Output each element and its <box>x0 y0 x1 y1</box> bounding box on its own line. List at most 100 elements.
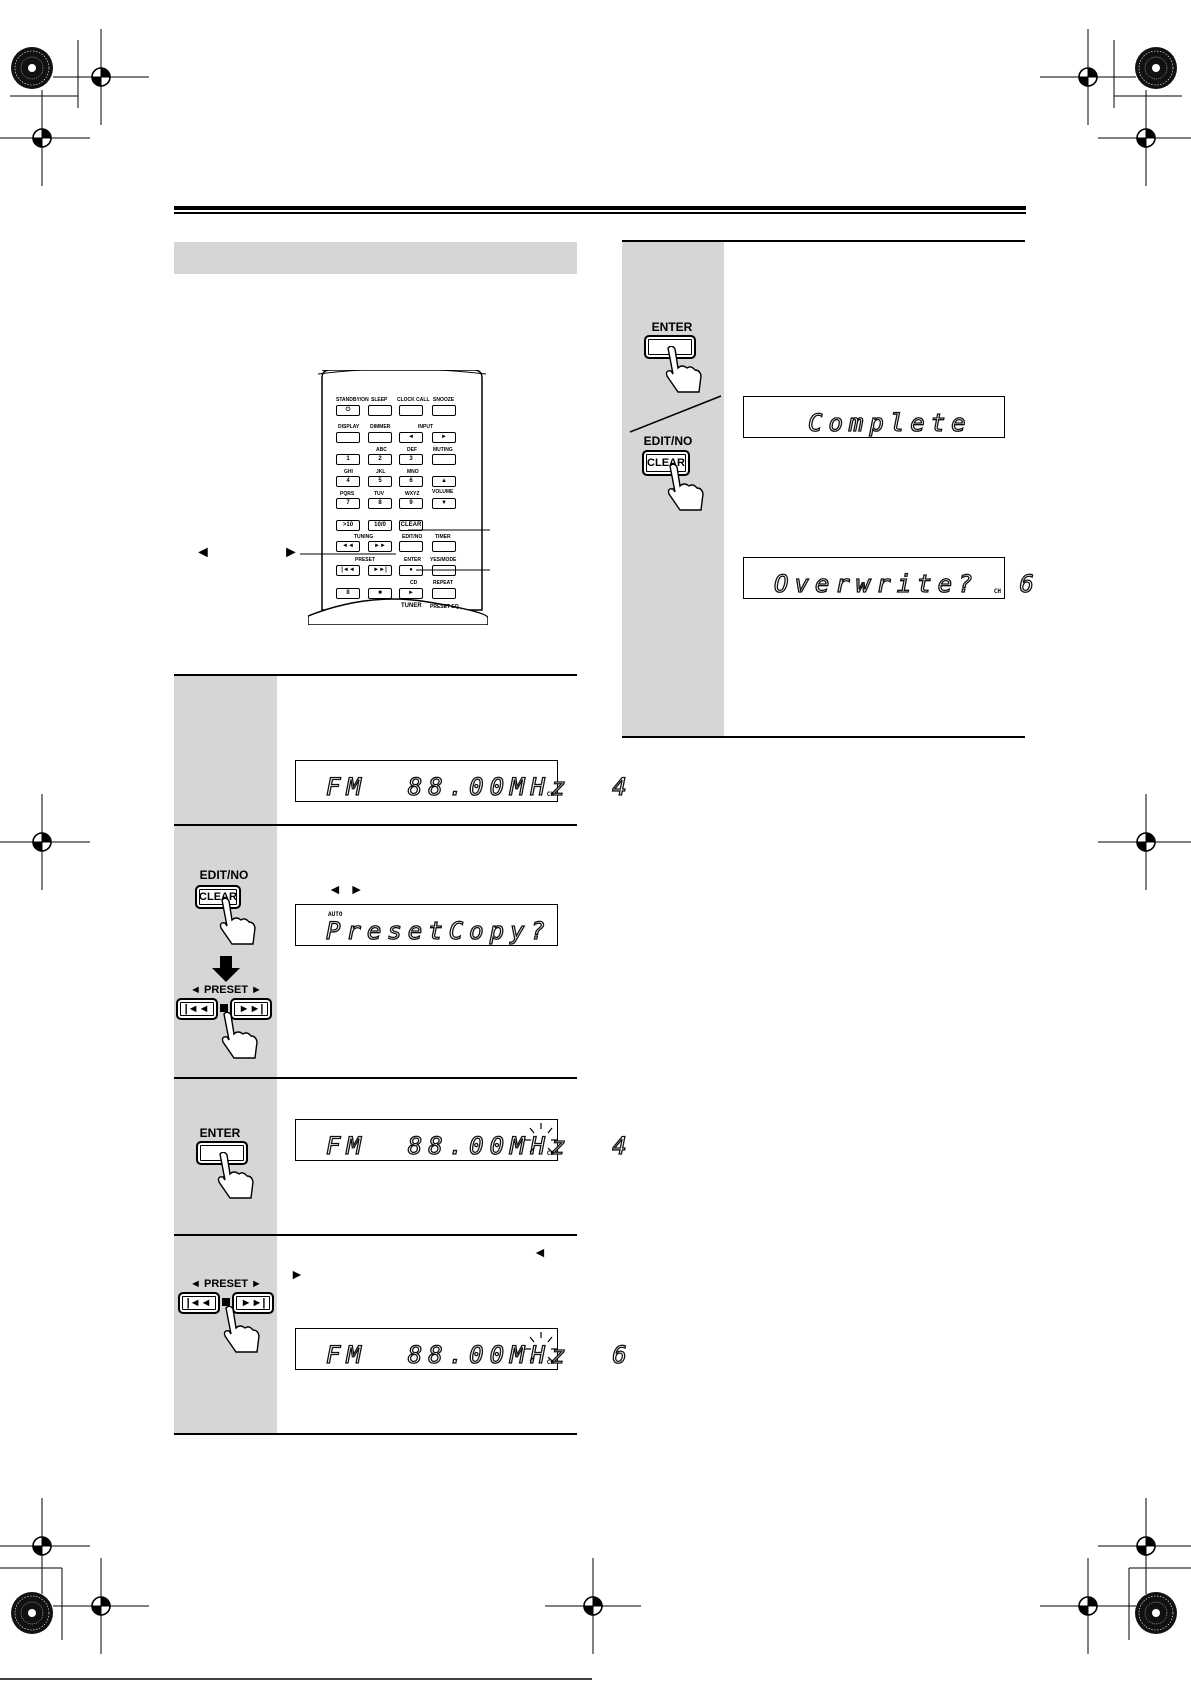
volume-up-key[interactable]: ▲ <box>432 476 456 487</box>
edit-no-label: EDIT/NO <box>199 868 249 882</box>
muting-key[interactable] <box>432 454 456 465</box>
header-rule-thin <box>174 212 1026 214</box>
preset-up-button[interactable]: ►►| <box>230 998 272 1020</box>
lcd-display: AUTO PresetCopy? <box>295 904 558 946</box>
preset-up-button[interactable]: ►►| <box>232 1292 274 1314</box>
step-table-left: FM 88.00MHz 4 CH EDIT/NO CLEAR ◄ PRESET … <box>174 674 627 1435</box>
volume-down-key[interactable]: ▼ <box>432 498 456 509</box>
preset-label: ◄ PRESET ► <box>190 984 262 996</box>
edit-no-label: EDIT/NO <box>643 433 693 448</box>
clock-call-key[interactable] <box>399 405 423 416</box>
key-8[interactable]: 8 <box>368 498 392 509</box>
standby-key[interactable]: ⏻ <box>336 405 360 416</box>
remote-label: EDIT/NO <box>402 534 423 540</box>
pointing-hand-icon <box>221 1012 258 1059</box>
pause-key[interactable]: II <box>336 588 360 599</box>
blink-rays-icon <box>525 1123 557 1153</box>
remote-label: DIMMER <box>370 424 391 430</box>
pointing-hand-icon <box>223 1306 260 1353</box>
remote-label: PQRS <box>340 491 355 497</box>
remote-body <box>308 370 488 625</box>
display-key[interactable] <box>336 432 360 443</box>
repeat-key[interactable] <box>432 588 456 599</box>
divider-slash <box>629 394 722 433</box>
remote-label: PRESET <box>355 557 376 563</box>
lcd-display: FM 88.00MHz 4 CH <box>295 759 627 802</box>
step-5: ENTER EDIT/NO CLEAR Complete Overwrite? … <box>622 241 1034 737</box>
blink-rays-icon <box>525 1332 557 1362</box>
header-rule-thick <box>174 206 1026 210</box>
key-9[interactable]: 9 <box>399 498 423 509</box>
remote-label: CD <box>410 580 418 586</box>
preset-down-button[interactable]: |◄◄ <box>178 1292 220 1314</box>
section-title-bar <box>174 242 577 274</box>
key-7[interactable]: 7 <box>336 498 360 509</box>
remote-label: TUNING <box>354 534 374 540</box>
remote-label: INPUT <box>418 424 433 430</box>
lcd-text: Complete <box>807 408 972 437</box>
play-key[interactable]: ► <box>399 588 423 599</box>
remote-label: JKL <box>376 469 386 475</box>
key-2[interactable]: 2 <box>368 454 392 465</box>
remote-label: PRESET EQ <box>430 604 459 610</box>
key-greater-10[interactable]: >10 <box>336 520 360 531</box>
right-arrow-icon: ► <box>283 544 299 561</box>
lcd-display-complete: Complete <box>743 395 1005 438</box>
remote-label: TUV <box>374 491 384 497</box>
timer-key[interactable] <box>432 541 456 552</box>
down-arrow-icon <box>212 956 240 982</box>
step-3: ENTER FM 88.00MHz 4 CH <box>174 1079 627 1235</box>
pointing-hand-icon <box>667 463 704 511</box>
clear-button[interactable]: CLEAR <box>642 449 690 476</box>
remote-label: DEF <box>407 447 417 453</box>
preset-down-key[interactable]: |◄◄ <box>336 565 360 576</box>
tuning-up-key[interactable]: ►► <box>368 541 392 552</box>
remote-label: MUTING <box>433 447 453 453</box>
key-5[interactable]: 5 <box>368 476 392 487</box>
ch-indicator: CH <box>546 1150 554 1157</box>
key-6[interactable]: 6 <box>399 476 423 487</box>
step-2: EDIT/NO CLEAR ◄ PRESET ► |◄◄ ►►| ◄ ► AUT… <box>174 826 577 1078</box>
sleep-key[interactable] <box>368 405 392 416</box>
lcd-display: FM 88.00MHz 4 CH <box>295 1119 627 1161</box>
ch-indicator: CH <box>546 790 554 798</box>
pointing-hand-icon <box>217 1152 254 1199</box>
preset-separator <box>222 1298 230 1306</box>
remote-label: ENTER <box>404 557 421 563</box>
remote-label: REPEAT <box>433 580 453 586</box>
remote-label: YES/MODE <box>430 557 457 563</box>
remote-control-illustration: STANDBY/ON SLEEP CLOCK CALL SNOOZE ⏻ DIS… <box>308 370 488 625</box>
key-10-0[interactable]: 10/0 <box>368 520 392 531</box>
left-arrow-icon: ◄ <box>533 1244 547 1260</box>
input-right-key[interactable]: ► <box>432 432 456 443</box>
key-3[interactable]: 3 <box>399 454 423 465</box>
lcd-text: FM 88.00MHz 6 <box>325 1341 633 1369</box>
remote-label: STANDBY/ON <box>336 397 369 403</box>
preset-separator <box>220 1004 228 1012</box>
remote-edit-key[interactable] <box>399 541 423 552</box>
remote-label: ABC <box>376 447 387 453</box>
remote-label: TUNER <box>401 603 422 609</box>
key-1[interactable]: 1 <box>336 454 360 465</box>
stop-key[interactable]: ■ <box>368 588 392 599</box>
lcd-text: FM 88.00MHz 4 <box>325 1132 633 1160</box>
snooze-key[interactable] <box>432 405 456 416</box>
key-4[interactable]: 4 <box>336 476 360 487</box>
step-4: ◄ PRESET ► |◄◄ ►►| ◄ ► FM 88.00MHz 6 CH <box>174 1236 627 1434</box>
lcd-display-overwrite: Overwrite? 6 CH <box>743 556 1034 599</box>
input-left-key[interactable]: ◄ <box>399 432 423 443</box>
pointing-hand-icon <box>219 898 256 945</box>
remote-label: WXYZ <box>405 491 420 497</box>
lcd-text: PresetCopy? <box>325 917 551 945</box>
remote-label: DISPLAY <box>338 424 360 430</box>
remote-label: SLEEP <box>371 397 388 403</box>
preset-up-key[interactable]: ►►| <box>368 565 392 576</box>
preset-label: ◄ PRESET ► <box>190 1278 262 1290</box>
preset-down-button[interactable]: |◄◄ <box>176 998 218 1020</box>
tuning-down-key[interactable]: ◄◄ <box>336 541 360 552</box>
remote-label: MNO <box>407 469 419 475</box>
lcd-display: FM 88.00MHz 6 CH <box>295 1328 627 1370</box>
dimmer-key[interactable] <box>368 432 392 443</box>
remote-label: GHI <box>344 469 353 475</box>
